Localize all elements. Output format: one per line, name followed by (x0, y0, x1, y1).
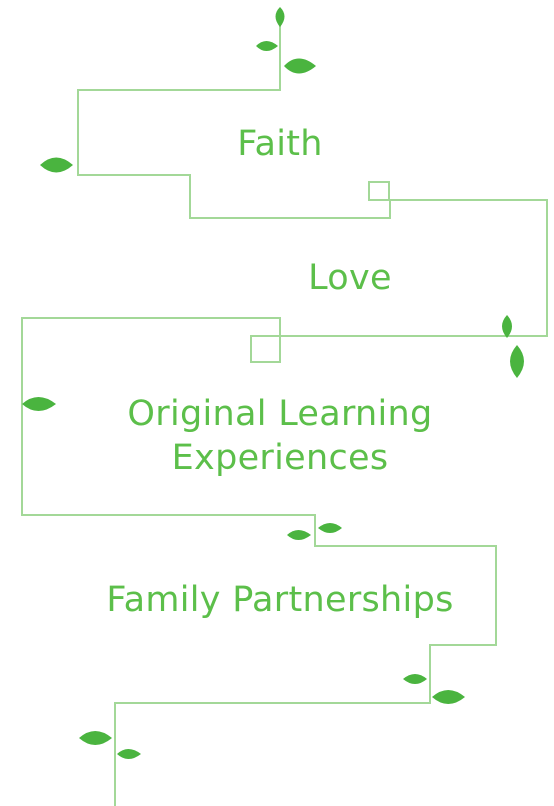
leaf-icon (79, 731, 112, 745)
label-original-learning-line1: Original Learning (127, 394, 433, 434)
label-original-learning-experiences: Original Learning Experiences (80, 392, 480, 480)
vine-line (21, 10, 548, 806)
leaf-icon (256, 41, 278, 51)
vine-square-knot-lower (250, 335, 281, 363)
leaf-icon (284, 58, 316, 74)
label-love: Love (308, 258, 392, 298)
leaf-icon (40, 157, 73, 173)
leaf-icon (510, 345, 524, 378)
leaf-icon (502, 315, 512, 338)
label-faith: Faith (237, 124, 323, 164)
leaf-icon (117, 749, 141, 759)
leaf-icon (287, 530, 311, 540)
leaf-icon (403, 674, 427, 684)
vine-square-knot-upper (368, 181, 390, 201)
leaf-icon (432, 690, 465, 704)
leaf-icon (318, 523, 342, 533)
leaf-icon (22, 397, 56, 411)
leaf-icon (275, 7, 285, 27)
label-family-partnerships: Family Partnerships (106, 580, 454, 620)
label-original-learning-line2: Experiences (171, 438, 389, 478)
